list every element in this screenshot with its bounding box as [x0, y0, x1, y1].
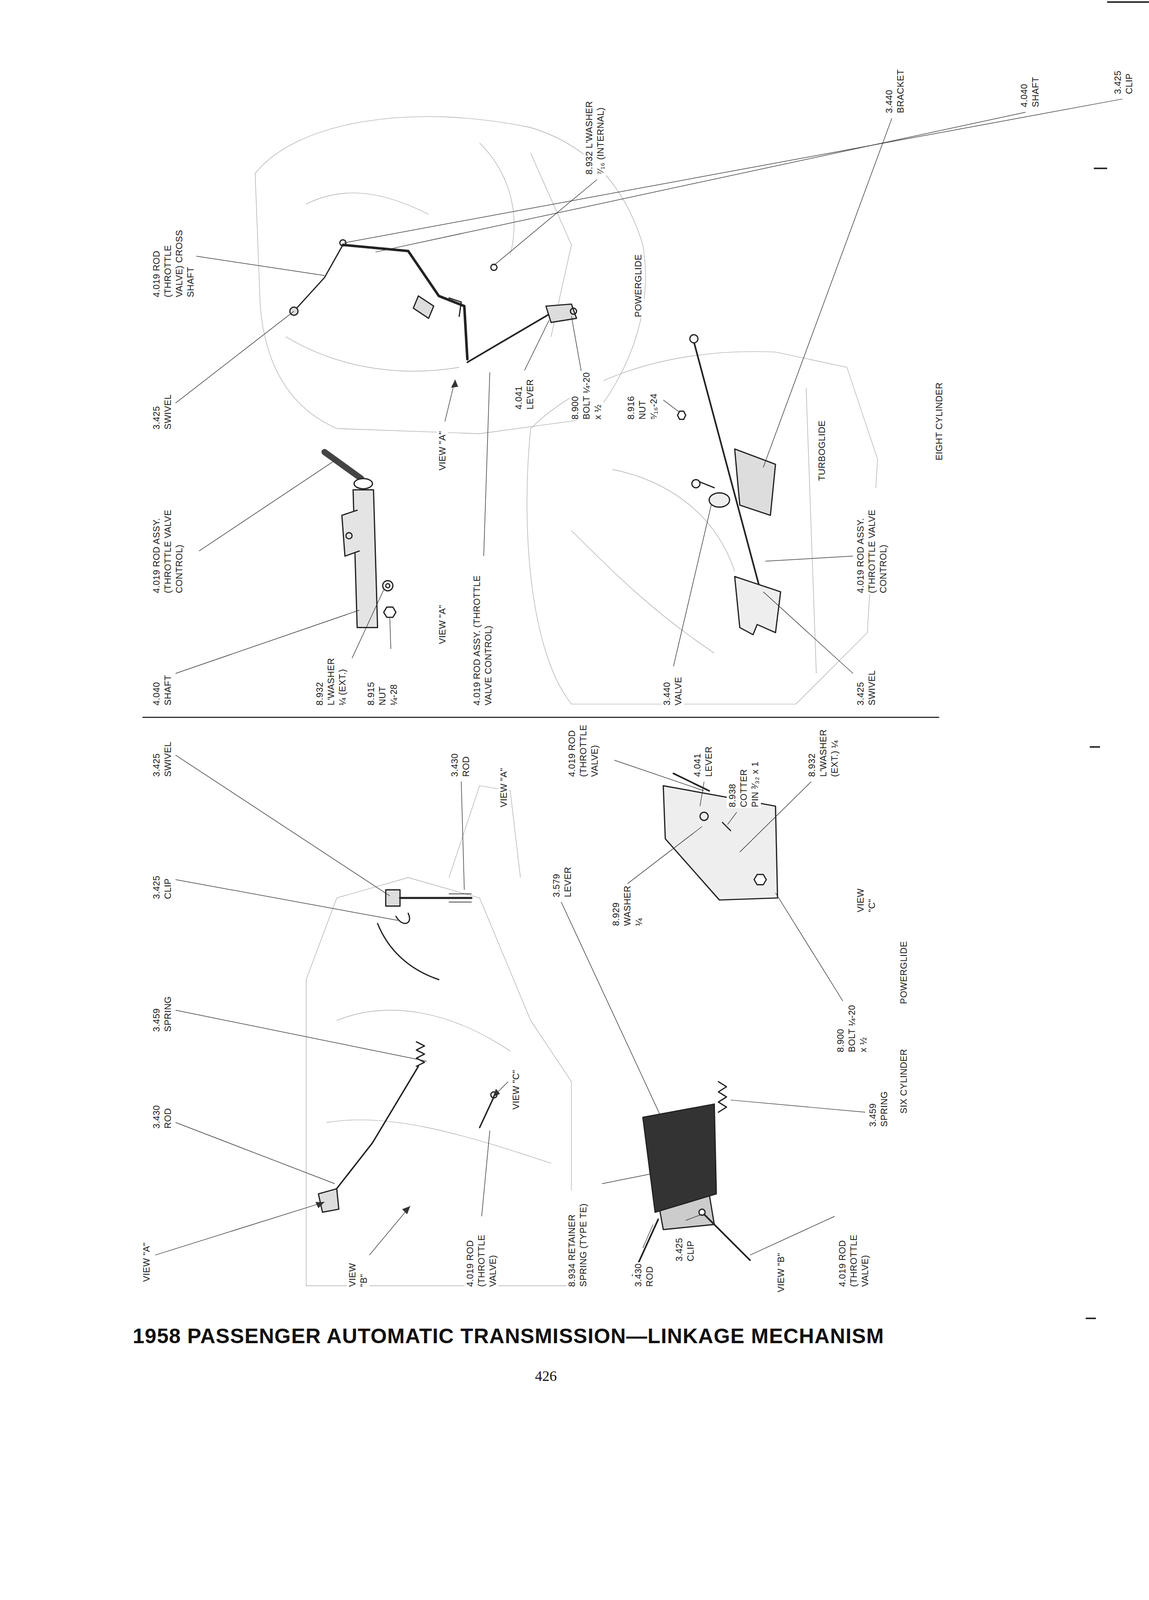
- part-callout: 4.041 LEVER: [691, 745, 715, 778]
- part-callout: 3.425 CLIP: [150, 874, 174, 900]
- margin-marks: [1085, 1, 1149, 1319]
- part-callout: 3.459 SPRING: [150, 995, 174, 1033]
- page-title: 1958 PASSENGER AUTOMATIC TRANSMISSION—LI…: [132, 1323, 885, 1349]
- part-callout: 8.934 RETAINER SPRING (TYPE TE): [566, 1190, 590, 1288]
- view-caption: VIEW "C": [510, 1068, 522, 1111]
- view-caption: VIEW "C": [854, 887, 878, 914]
- section-caption: EIGHT CYLINDER: [933, 381, 945, 462]
- housing-outline: [254, 116, 878, 1286]
- part-callout: 3.425 SWIVEL: [150, 393, 174, 431]
- section-caption: SIX CYLINDER: [898, 1047, 910, 1115]
- part-callout: 4.019 ROD (THROTTLE VALVE): [836, 1217, 871, 1288]
- part-callout: 8.929 WASHER ¼: [610, 884, 645, 927]
- part-callout: 4.019 ROD ASSY. (THROTTLE VALVE CONTROL): [150, 501, 185, 595]
- view-caption: VIEW "A": [140, 1241, 153, 1283]
- part-callout: 3.430 ROD: [449, 752, 472, 778]
- leader-lines: [154, 99, 1123, 1255]
- part-callout: 3.440 BRACKET: [883, 68, 907, 115]
- part-callout: 4.019 ROD (THROTTLE VALVE): [566, 723, 601, 778]
- section-caption: TURBOGLIDE: [816, 419, 828, 482]
- part-callout: 4.019 ROD ASSY. (THROTTLE VALVE CONTROL): [854, 487, 890, 595]
- part-callout: 3.430 ROD: [150, 1104, 174, 1130]
- part-callout: 8.938 COTTER PIN ³⁄₃₂ x 1: [726, 756, 761, 809]
- view-caption: VIEW "A": [436, 603, 449, 645]
- part-callout: 8.932 L'WASHER ⁷⁄₁₆ (INTERNAL): [583, 94, 607, 176]
- part-callout: 4.019 ROD (THROTTLE VALVE) CROSS SHAFT: [150, 209, 197, 299]
- view-caption: VIEW "B": [775, 1251, 787, 1294]
- part-callout: 4.040 SHAFT: [1018, 75, 1042, 109]
- page-number: 426: [534, 1367, 557, 1385]
- part-callout: 8.932 L'WASHER ¼ (EXT.): [314, 652, 349, 707]
- view-caption: VIEW "A": [436, 429, 449, 472]
- part-callout: 3.440 VALVE: [661, 675, 685, 707]
- view-caption: VIEW "A": [498, 766, 510, 809]
- part-callout: 4.019 ROD (THROTTLE VALVE): [464, 1217, 499, 1288]
- part-callout: 8.915 NUT ¼-28: [365, 680, 400, 707]
- arrowheads: [315, 379, 500, 1214]
- part-callout: 3.430 ROD: [632, 1262, 656, 1288]
- linkage-parts: [142, 239, 939, 1276]
- part-callout: 3.425 SWIVEL: [150, 740, 174, 778]
- view-caption: VIEW "B": [346, 1262, 370, 1288]
- part-callout: 8.932 L'WASHER (EXT.) ¼: [806, 723, 841, 778]
- part-callout: 8.916 NUT ⁵⁄₁₆-24: [625, 392, 660, 421]
- part-callout: 3.459 SPRING: [867, 1090, 890, 1128]
- part-callout: 8.900 BOLT ¼-20 x ½: [834, 1003, 870, 1054]
- part-callout: 3.425 CLIP: [1112, 69, 1135, 95]
- part-callout: 8.900 BOLT ¼-20 x ½: [569, 370, 604, 421]
- part-callout: 3.425 CLIP: [673, 1236, 697, 1263]
- part-callout: 4.019 ROD ASSY. (THROTTLE VALVE CONTROL): [471, 559, 495, 707]
- part-callout: 4.041 LEVER: [513, 378, 536, 411]
- part-callout: 3.425 SWIVEL: [854, 669, 878, 707]
- section-caption: POWERGLIDE: [898, 939, 910, 1005]
- section-caption: POWERGLIDE: [632, 253, 645, 319]
- part-callout: 4.040 SHAFT: [150, 674, 174, 707]
- part-callout: 3.579 LEVER: [550, 865, 574, 899]
